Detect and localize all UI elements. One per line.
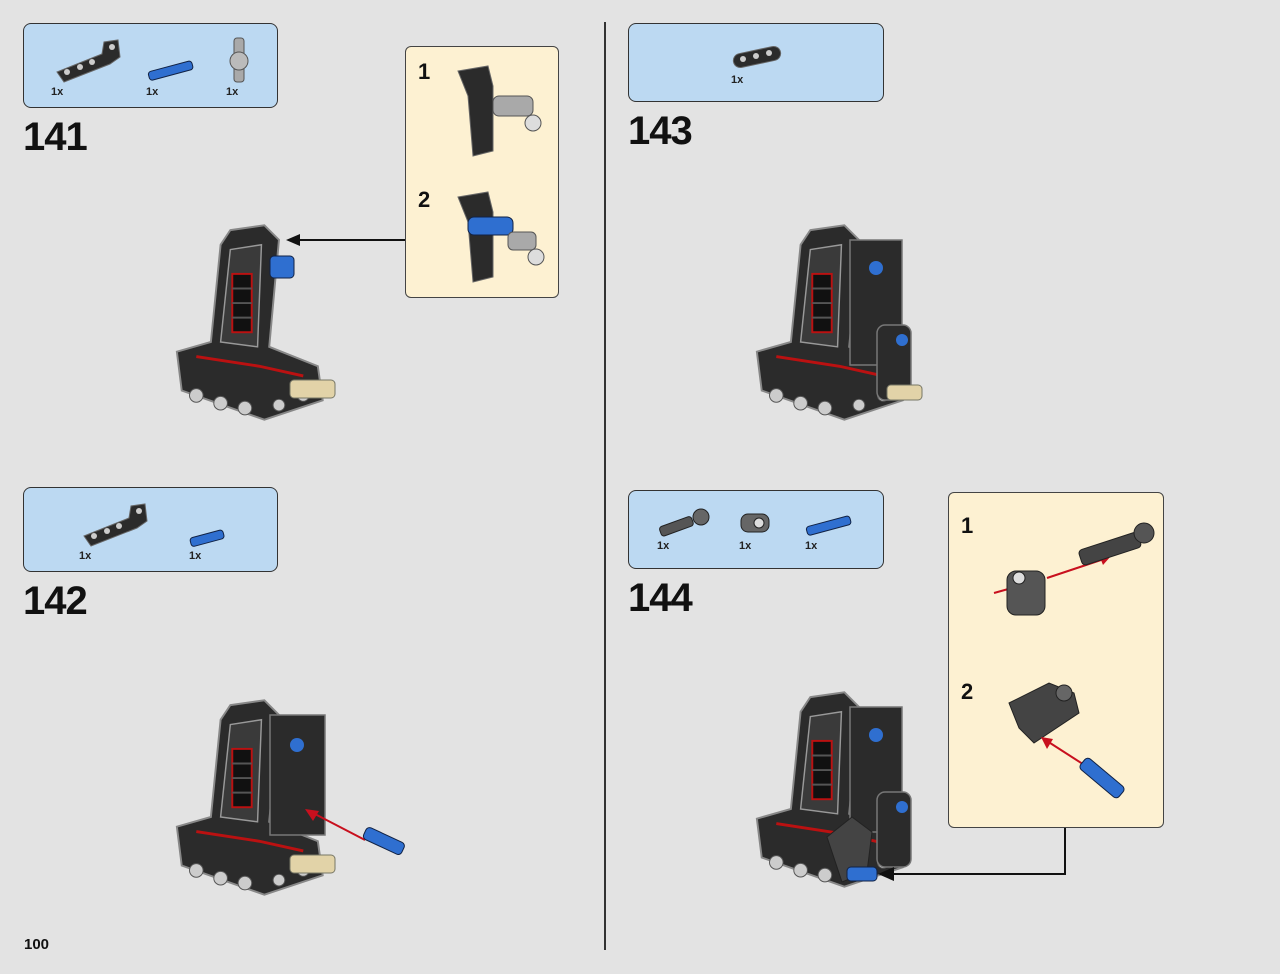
cross-block-grey-icon [229, 37, 249, 83]
seat-model-142 [175, 698, 336, 897]
callout-arrow-141 [286, 234, 406, 246]
substep-box-144: 1 2 [948, 492, 1164, 828]
axle-connector-dark-grey-icon [659, 508, 710, 537]
pin-connector-grey-icon [740, 513, 770, 533]
substep-box-141: 1 2 [405, 46, 559, 298]
seat-model-141 [175, 223, 336, 422]
parts-list-142: 1x 1x [23, 487, 278, 572]
substep-1-assembly [457, 65, 542, 157]
substep-1-assembly [993, 522, 1155, 616]
step-number-143: 143 [628, 109, 693, 153]
substep-number: 2 [961, 679, 974, 704]
part-qty: 1x [805, 540, 818, 552]
liftarm-l-black-icon [56, 39, 121, 83]
axle-pin-blue-icon [189, 529, 225, 547]
axle-pin-blue-icon [147, 60, 194, 81]
page-number: 100 [24, 936, 50, 953]
part-qty: 1x [226, 86, 239, 98]
liftarm-l-black-icon [83, 503, 148, 547]
insert-arrow-142 [305, 809, 405, 855]
substep-number: 2 [418, 187, 431, 212]
part-qty: 1x [657, 540, 670, 552]
step-number-144: 144 [628, 576, 693, 620]
beam-3-black-icon [732, 45, 782, 69]
step-number-141: 141 [23, 115, 88, 159]
step-number-142: 142 [23, 579, 88, 623]
part-qty: 1x [739, 540, 752, 552]
substep-number: 1 [418, 59, 431, 84]
part-qty: 1x [51, 86, 64, 98]
seat-model-144 [755, 690, 912, 889]
part-qty: 1x [79, 550, 92, 562]
part-qty: 1x [189, 550, 202, 562]
substep-2-assembly [457, 191, 545, 283]
page-divider [604, 22, 606, 950]
parts-list-143: 1x [628, 23, 884, 102]
parts-list-144: 1x 1x 1x [628, 490, 884, 569]
part-qty: 1x [731, 74, 744, 86]
substep-2-assembly [1008, 682, 1125, 799]
substep-number: 1 [961, 513, 974, 538]
parts-list-141: 1x 1x 1x [23, 23, 278, 108]
callout-arrow-144 [878, 826, 1066, 881]
seat-model-143 [755, 223, 923, 422]
part-qty: 1x [146, 86, 159, 98]
axle-pin-blue-icon [805, 515, 852, 536]
